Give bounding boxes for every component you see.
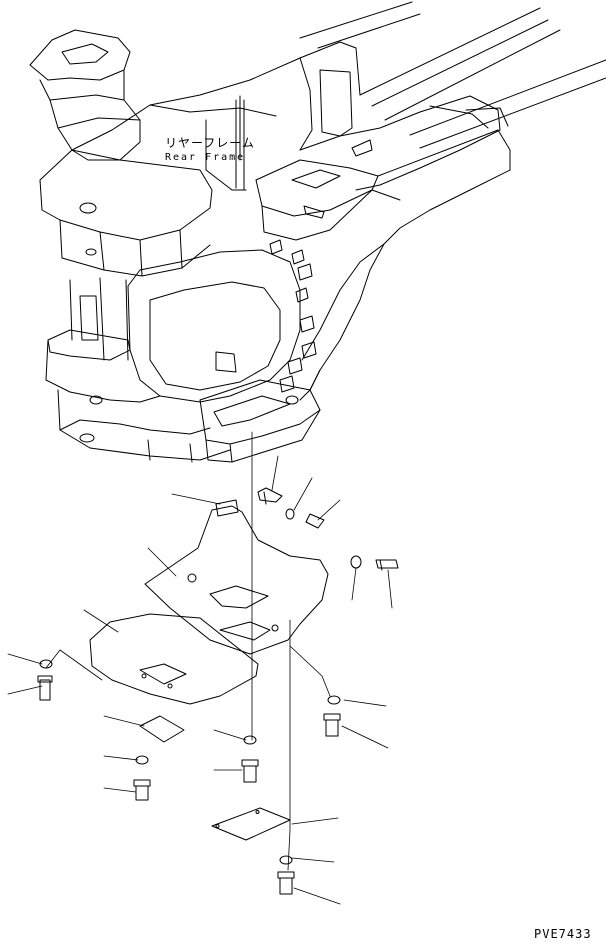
part-name-japanese: リヤーフレーム xyxy=(165,136,255,150)
bolts xyxy=(37,487,399,895)
washers xyxy=(39,508,362,865)
cover-plate-bottom xyxy=(211,807,291,841)
part-name-english: Rear Frame xyxy=(165,152,246,163)
cover-plate-left xyxy=(139,715,185,743)
leader-lines xyxy=(7,455,393,905)
upper-guard-plate xyxy=(144,499,329,655)
figure-code: PVE7433 xyxy=(534,927,592,941)
rear-frame xyxy=(29,1,606,463)
lower-guard-plate xyxy=(89,613,259,705)
